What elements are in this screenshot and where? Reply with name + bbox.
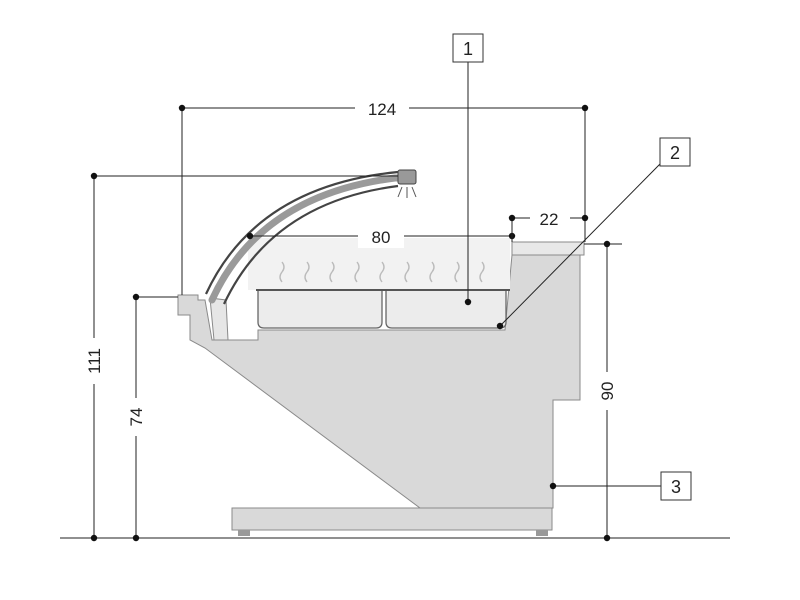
callout-2-label: 2 xyxy=(670,143,680,163)
dimension-counter-height: 90 xyxy=(584,240,622,542)
dimension-counter-overhang: 22 xyxy=(508,206,589,242)
dim-label-overall-height: 111 xyxy=(85,348,104,374)
dim-label-counter-overhang: 22 xyxy=(540,210,559,229)
heat-wave-icon xyxy=(279,261,485,283)
callout-1-label: 1 xyxy=(463,39,473,59)
dimension-overall-width: 124 xyxy=(178,96,589,295)
counter-top xyxy=(511,241,585,256)
pan-right xyxy=(385,290,507,329)
callout-2: 2 xyxy=(496,137,691,330)
dim-label-display-depth: 80 xyxy=(372,228,391,247)
callout-3-label: 3 xyxy=(671,477,681,497)
lamp-icon xyxy=(397,169,417,198)
dimension-overall-height: 111 xyxy=(82,172,398,542)
dim-label-overall-width: 124 xyxy=(368,100,396,119)
foot-right xyxy=(536,530,548,536)
dimension-display-depth: 80 xyxy=(246,224,516,248)
dim-label-front-height: 74 xyxy=(127,408,146,427)
dimension-front-height: 74 xyxy=(124,293,178,542)
dim-label-counter-height: 90 xyxy=(598,382,617,401)
foot-left xyxy=(238,530,250,536)
front-support xyxy=(209,297,229,341)
curved-glass-outline xyxy=(205,170,399,305)
curved-glass xyxy=(208,174,412,304)
base-plinth xyxy=(231,507,553,531)
callout-1: 1 xyxy=(452,33,484,306)
callout-3: 3 xyxy=(549,471,692,501)
pan-left xyxy=(257,290,383,329)
